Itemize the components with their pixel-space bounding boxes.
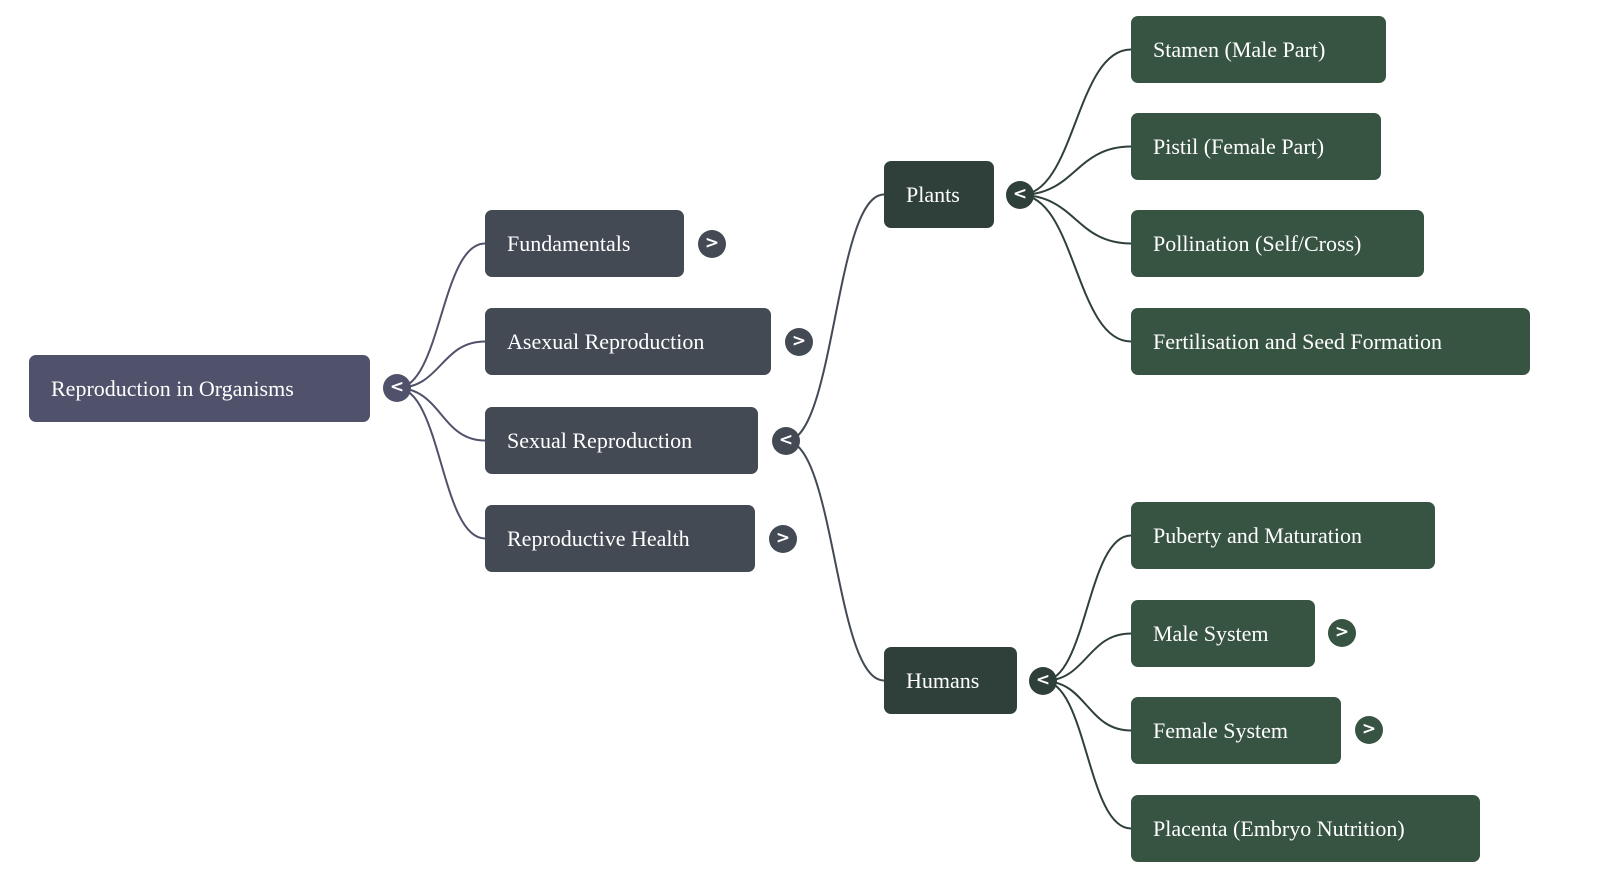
node-fertilisation[interactable]: Fertilisation and Seed Formation — [1131, 308, 1530, 375]
node-male-system[interactable]: Male System — [1131, 600, 1315, 667]
connector-root-asexual — [396, 340, 486, 389]
node-label: Plants — [906, 182, 960, 207]
connector-humans-female-system — [1042, 680, 1132, 732]
chevron-right-icon: > — [1361, 719, 1377, 739]
humans-collapse-toggle[interactable]: < — [1029, 667, 1057, 695]
node-pistil[interactable]: Pistil (Female Part) — [1131, 113, 1381, 180]
sexual-collapse-toggle[interactable]: < — [772, 427, 800, 455]
connector-humans-male-system — [1042, 632, 1132, 682]
female-system-expand-toggle[interactable]: > — [1355, 716, 1383, 744]
sexual-connectors — [785, 193, 885, 682]
node-label: Fertilisation and Seed Formation — [1153, 329, 1443, 354]
connector-sexual-humans — [785, 440, 885, 682]
connector-root-health — [396, 387, 486, 540]
node-label: Female System — [1153, 718, 1289, 743]
node-female-system[interactable]: Female System — [1131, 697, 1341, 764]
male-system-expand-toggle[interactable]: > — [1328, 619, 1356, 647]
node-puberty[interactable]: Puberty and Maturation — [1131, 502, 1435, 569]
chevron-right-icon: > — [791, 331, 807, 351]
connector-plants-pistil — [1019, 145, 1132, 196]
node-placenta[interactable]: Placenta (Embryo Nutrition) — [1131, 795, 1480, 862]
health-expand-toggle[interactable]: > — [769, 525, 797, 553]
connector-root-fundamentals — [396, 242, 486, 389]
node-label: Humans — [906, 668, 980, 693]
node-label: Puberty and Maturation — [1153, 523, 1362, 548]
plants-connectors — [1019, 48, 1132, 343]
node-label: Stamen (Male Part) — [1153, 37, 1326, 62]
node-reproductive-health[interactable]: Reproductive Health — [485, 505, 755, 572]
connector-humans-puberty — [1042, 534, 1132, 682]
fundamentals-expand-toggle[interactable]: > — [698, 230, 726, 258]
node-humans[interactable]: Humans — [884, 647, 1017, 714]
connector-root-sexual — [396, 387, 486, 442]
node-sexual-reproduction[interactable]: Sexual Reproduction — [485, 407, 758, 474]
connector-plants-stamen — [1019, 48, 1132, 196]
node-label: Reproductive Health — [507, 526, 690, 551]
root-node-label: Reproduction in Organisms — [51, 376, 294, 401]
root-node[interactable]: Reproduction in Organisms — [29, 355, 370, 422]
root-collapse-toggle[interactable]: < — [383, 374, 411, 402]
node-pollination[interactable]: Pollination (Self/Cross) — [1131, 210, 1424, 277]
chevron-right-icon: > — [775, 528, 791, 548]
chevron-left-icon: < — [1012, 184, 1028, 204]
asexual-expand-toggle[interactable]: > — [785, 328, 813, 356]
chevron-left-icon: < — [389, 377, 405, 397]
connector-plants-pollination — [1019, 194, 1132, 245]
node-label: Fundamentals — [507, 231, 631, 256]
connector-humans-placenta — [1042, 680, 1132, 830]
node-label: Male System — [1153, 621, 1269, 646]
node-label: Asexual Reproduction — [507, 329, 705, 354]
chevron-right-icon: > — [1334, 622, 1350, 642]
node-label: Sexual Reproduction — [507, 428, 693, 453]
node-plants[interactable]: Plants — [884, 161, 994, 228]
plants-collapse-toggle[interactable]: < — [1006, 181, 1034, 209]
chevron-left-icon: < — [1035, 670, 1051, 690]
node-label: Pollination (Self/Cross) — [1153, 231, 1362, 256]
node-fundamentals[interactable]: Fundamentals — [485, 210, 684, 277]
node-stamen[interactable]: Stamen (Male Part) — [1131, 16, 1386, 83]
node-label: Placenta (Embryo Nutrition) — [1153, 816, 1405, 841]
connector-sexual-plants — [785, 193, 885, 442]
chevron-right-icon: > — [704, 233, 720, 253]
connector-plants-fertilisation — [1019, 194, 1132, 343]
node-label: Pistil (Female Part) — [1153, 134, 1325, 159]
node-asexual-reproduction[interactable]: Asexual Reproduction — [485, 308, 771, 375]
chevron-left-icon: < — [778, 430, 794, 450]
